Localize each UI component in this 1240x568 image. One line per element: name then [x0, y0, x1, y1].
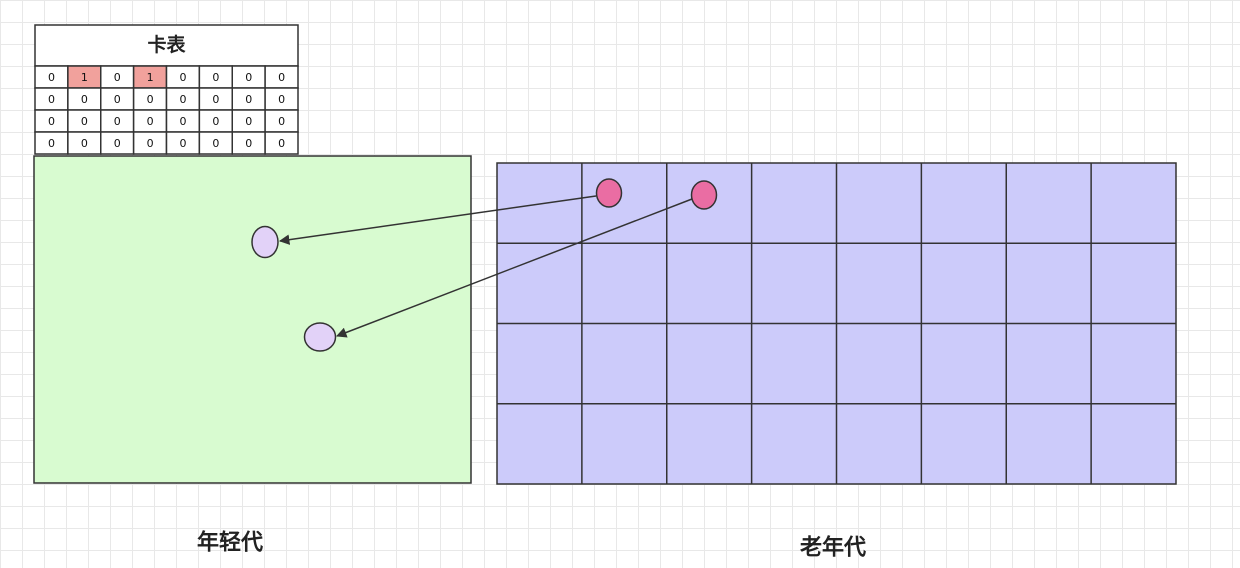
old-object-2 [690, 180, 718, 210]
young-object-2 [303, 322, 337, 352]
card-cell-value: 0 [48, 115, 55, 128]
card-table: 卡表 0 1 0 1 0 0 0 0 0 0 0 0 0 0 0 0 0 0 0 0 0 0 0 0 0 0 0 0 0 0 0 0 [34, 24, 299, 155]
card-cell-value: 1 [81, 71, 88, 84]
card-cell-value: 0 [48, 137, 55, 150]
old-generation-label: 老年代 [799, 535, 866, 561]
old-object-1 [595, 178, 623, 208]
card-table-cells: 0 1 0 1 0 0 0 0 0 0 0 0 0 0 0 0 0 0 0 0 0 0 0 0 0 0 0 0 0 0 0 0 [34, 65, 299, 155]
card-cell-value: 0 [147, 115, 154, 128]
card-table-header [34, 24, 299, 67]
card-cell-value: 0 [278, 93, 285, 106]
card-cell-value: 1 [147, 71, 154, 84]
young-object-1 [251, 225, 279, 259]
card-cell-value: 0 [278, 71, 285, 84]
card-cell-value: 0 [245, 71, 252, 84]
card-cell-value: 0 [179, 93, 186, 106]
card-cell-value: 0 [81, 115, 88, 128]
young-generation-region [33, 155, 472, 484]
card-cell-value: 0 [245, 137, 252, 150]
card-cell-value: 0 [212, 115, 219, 128]
card-cell-value: 0 [212, 93, 219, 106]
reference-arrow-2 [336, 198, 693, 338]
card-cell-value: 0 [179, 137, 186, 150]
card-cell-value: 0 [81, 93, 88, 106]
references [278, 195, 693, 338]
card-cell-value: 0 [114, 71, 121, 84]
card-table-title: 卡表 [147, 33, 186, 56]
card-cell-value: 0 [114, 93, 121, 106]
card-cell-value: 0 [212, 137, 219, 150]
card-cell-value: 0 [278, 137, 285, 150]
card-cell-value: 0 [245, 93, 252, 106]
card-cell-value: 0 [114, 137, 121, 150]
card-cell-value: 0 [245, 115, 252, 128]
card-cell-value: 0 [212, 71, 219, 84]
young-generation-label: 年轻代 [197, 530, 263, 556]
card-cell-value: 0 [48, 71, 55, 84]
card-cell-value: 0 [147, 137, 154, 150]
card-cell-value: 0 [179, 71, 186, 84]
card-cell-value: 0 [179, 115, 186, 128]
card-cell-value: 0 [278, 115, 285, 128]
card-cell [264, 131, 299, 155]
card-cell-value: 0 [114, 115, 121, 128]
old-generation [496, 162, 1177, 485]
card-cell-value: 0 [48, 93, 55, 106]
young-generation [33, 155, 472, 484]
card-cell-value: 0 [81, 137, 88, 150]
old-generation-grid [497, 163, 1176, 484]
card-cell-value: 0 [147, 93, 154, 106]
reference-arrow-1 [278, 195, 597, 245]
